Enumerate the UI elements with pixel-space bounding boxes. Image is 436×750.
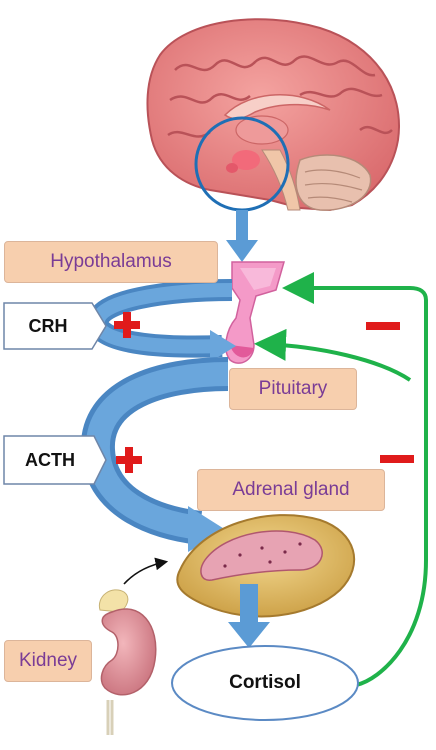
plus-sign-crh: [114, 312, 140, 338]
pituitary-label: Pituitary: [229, 368, 357, 410]
feedback-arrow-pituitary: [254, 328, 412, 382]
feedback-arrow-hypothalamus: [282, 272, 428, 687]
acth-label-box: [3, 435, 107, 485]
hypothalamus-pituitary-illustration: [224, 261, 285, 364]
kidney-illustration: [98, 589, 157, 735]
crh-label: CRH: [28, 315, 68, 336]
kidney-label: Kidney: [4, 640, 92, 682]
crh-label-box: [3, 302, 107, 350]
plus-sign-acth: [116, 447, 142, 473]
brain-illustration: [146, 18, 400, 212]
hypothalamus-label: Hypothalamus: [4, 241, 218, 283]
brain-to-hypothalamus-arrow: [226, 210, 258, 262]
adrenal-gland-illustration: [176, 514, 356, 618]
minus-sign-hypothalamus: [366, 322, 400, 330]
kidney-to-adrenal-pointer: [123, 557, 169, 585]
adrenal-to-cortisol-arrow: [228, 584, 270, 648]
cortisol-label: Cortisol: [229, 672, 301, 693]
minus-sign-pituitary: [380, 455, 414, 463]
acth-label: ACTH: [25, 449, 75, 470]
cortisol-ellipse: [171, 645, 359, 721]
adrenal-gland-label: Adrenal gland: [197, 469, 385, 511]
